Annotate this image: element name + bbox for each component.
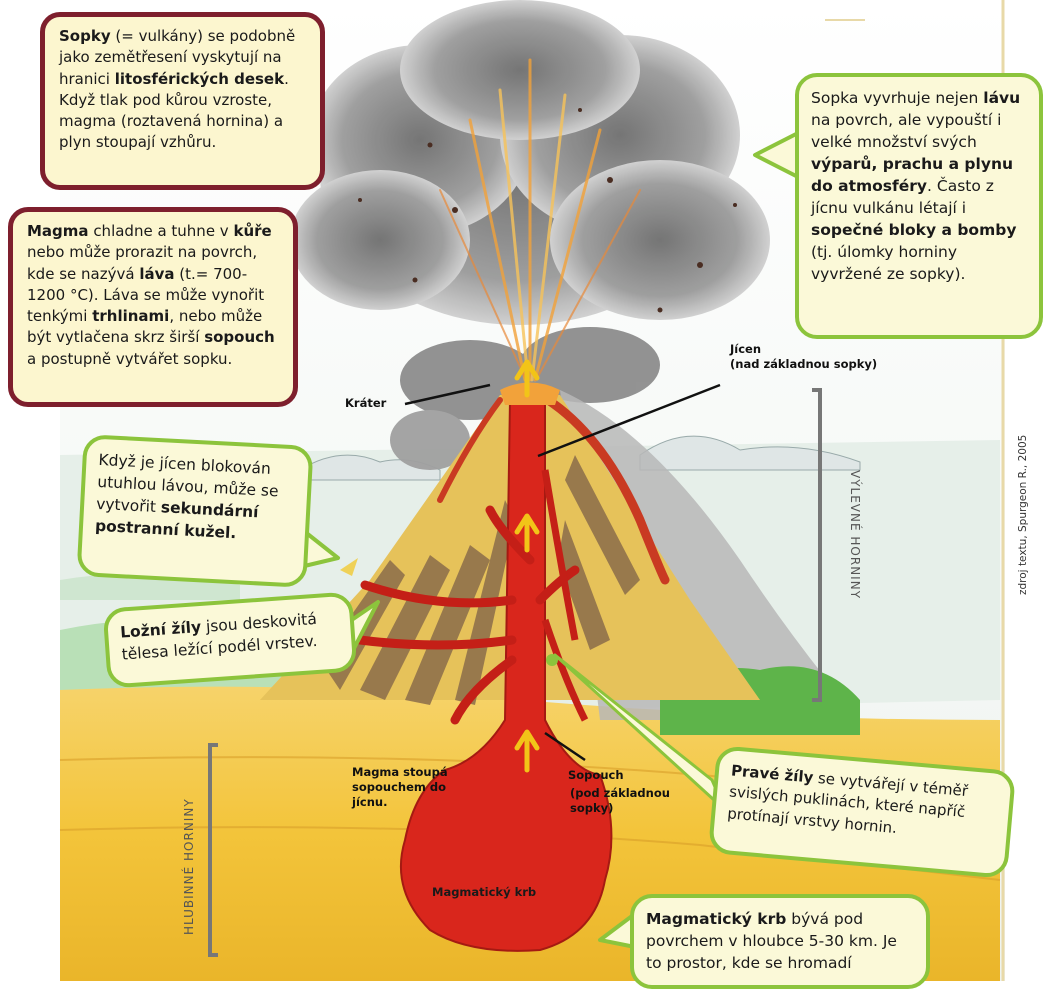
source-credit: zdroj textu, Spurgeon R., 2005 <box>1017 435 1029 595</box>
text-vyvrhuje-2: lávu <box>983 89 1020 107</box>
callout-magma: Magma chladne a tuhne v kůře nebo může p… <box>8 207 298 407</box>
text-krb-1: Magmatický krb <box>646 910 786 928</box>
label-magma-stoupa: Magma stoupá sopouchem do jícnu. <box>352 765 472 810</box>
label-vylevne-horniny: VÝLEVNÉ HORNINY <box>848 470 862 599</box>
label-krater: Kráter <box>345 396 386 411</box>
text-vyvrhuje-3: na povrch, ale vypouští i velké množství… <box>811 111 1001 151</box>
label-hlubinne-horniny: HLUBINNÉ HORNINY <box>182 798 196 935</box>
callout-kuzel: Když je jícen blokován utuhlou lávou, mů… <box>76 434 313 588</box>
text-magma-1: Magma <box>27 222 89 240</box>
text-magma-10: a postupně vytvářet sopku. <box>27 350 232 368</box>
callout-krb: Magmatický krb bývá pod povrchem v hloub… <box>630 894 930 989</box>
label-magmaticky-krb: Magmatický krb <box>432 885 536 900</box>
text-magma-7: trhlinami <box>92 307 169 325</box>
label-jicen-note: (nad základnou sopky) <box>730 357 877 372</box>
callout-sopky: Sopky (= vulkány) se podobně jako zemětř… <box>40 12 325 190</box>
text-magma-5: láva <box>139 265 174 283</box>
text-magma-9: sopouch <box>204 328 275 346</box>
label-sopouch: Sopouch <box>568 768 624 783</box>
label-sopouch-note: (pod základnou sopky) <box>570 786 690 816</box>
text-magma-2: chladne a tuhne v <box>89 222 234 240</box>
text-vyvrhuje-7: (tj. úlomky horniny vyvržené ze sopky). <box>811 243 965 283</box>
text-sopky-1: Sopky <box>59 27 111 45</box>
text-sopky-3: litosférických desek <box>115 70 284 88</box>
text-vyvrhuje-1: Sopka vyvrhuje nejen <box>811 89 983 107</box>
text-magma-3: kůře <box>233 222 271 240</box>
label-jicen: Jícen <box>730 342 761 357</box>
text-lozni-1: Ložní žíly <box>120 618 202 642</box>
text-vyvrhuje-6: sopečné bloky a bomby <box>811 221 1016 239</box>
callout-vyvrhuje: Sopka vyvrhuje nejen lávu na povrch, ale… <box>795 73 1043 339</box>
